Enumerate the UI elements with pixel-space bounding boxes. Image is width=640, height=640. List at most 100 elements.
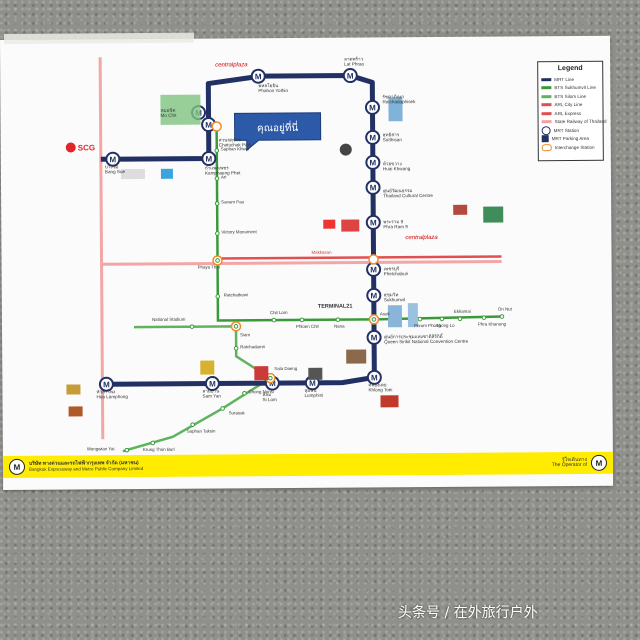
bts-station-sanam-pao[interactable] <box>214 201 220 206</box>
building-icon <box>308 367 323 380</box>
mrt-station-sukhumvit[interactable] <box>366 287 382 303</box>
bts-station-phloen-chit[interactable] <box>299 317 305 323</box>
mrt-logo-icon: M <box>369 158 376 167</box>
bts-station-saphan-khwai[interactable] <box>214 148 220 153</box>
station-label-surasak: Surasak <box>229 410 246 415</box>
mrt-logo-icon: M <box>369 103 376 112</box>
station-label-victory: Victory Monument <box>221 229 257 234</box>
arl-line <box>217 255 502 260</box>
bts-station-nana[interactable] <box>335 317 341 322</box>
building-icon <box>387 305 403 328</box>
bts-station-on-nut[interactable] <box>499 314 505 319</box>
mrt-station-rama9[interactable] <box>365 214 381 230</box>
station-label-sam-yan: Sam Yan <box>202 393 221 398</box>
mrt-station-sam-yan[interactable] <box>204 376 220 392</box>
station-label-thai: พระราม 9 <box>383 219 403 224</box>
bts-station-chit-lom[interactable] <box>271 317 277 323</box>
station-label-siam: Siam <box>240 332 250 337</box>
mrt-logo-icon: M <box>269 379 276 388</box>
station-label-silom: Si Lom <box>262 397 277 402</box>
station-label-asok: Asok <box>380 311 391 316</box>
station-label-sukhumvit: Sukhumvit <box>384 297 406 302</box>
mrt-station-hua-lamphong[interactable] <box>98 376 114 392</box>
bts-station-phaya-thai[interactable] <box>215 258 220 263</box>
station-label-thai: กำแพงเพชร <box>205 165 229 170</box>
mrt-logo-icon: M <box>255 72 262 81</box>
station-label-thai: สวนจตุจักร <box>219 136 242 143</box>
mrt-logo-icon: M <box>205 121 212 130</box>
bts-station-surasak[interactable] <box>220 406 225 411</box>
mrt-station-kamphaeng-phet[interactable] <box>201 151 217 167</box>
mrt-station-bang-sue[interactable] <box>105 151 121 167</box>
mrt-logo-icon: M <box>369 133 376 142</box>
legend-arl-swatch <box>541 111 552 115</box>
mrt-logo-icon: M <box>205 155 212 164</box>
interchange-mochit[interactable] <box>211 121 222 132</box>
station-label-chatuchak: Chatuchak Park <box>219 142 252 147</box>
bem-logo-icon: M <box>8 458 26 475</box>
legend-interchange-icon <box>541 143 552 151</box>
bts-station-ratchadamri[interactable] <box>233 346 239 351</box>
station-label-thai: คลองเตย <box>368 382 386 387</box>
station-label-chong-nonsi: Chong Nonsi <box>248 389 273 394</box>
legend-station-icon <box>541 125 551 135</box>
mrt-station-cultural-centre[interactable] <box>365 179 381 195</box>
svg-text:SCG: SCG <box>78 143 95 152</box>
bts-station-thong-lo[interactable] <box>439 316 445 322</box>
bts-station-national-stadium[interactable] <box>189 324 195 329</box>
stadium-icon <box>339 143 352 156</box>
station-label-thai: ห้วยขวาง <box>383 161 402 166</box>
operator-tagline: รู้ใจเดินทาง The Operator of M <box>552 454 608 471</box>
operator-name-en: Bangkok Expressway and Metro Public Comp… <box>28 466 144 472</box>
mrt-station-khlong-toei[interactable] <box>366 369 382 385</box>
legend-label: State Railway of Thailand <box>554 119 607 125</box>
building-icon <box>160 168 173 179</box>
bts-station-ticks <box>124 148 505 453</box>
station-label-qsncc: Queen Sirikit National Convention Centre <box>384 339 468 345</box>
bts-station-ratchathewi[interactable] <box>215 294 221 299</box>
station-label-thai: หมอชิต <box>160 108 175 113</box>
centralplaza-top-logo: centralplaza <box>215 62 248 68</box>
mrt-station-lat-phrao[interactable] <box>342 68 358 84</box>
interchange-makkasan[interactable] <box>368 254 379 265</box>
legend-label: MRT Parking Area <box>551 136 590 142</box>
station-label-hua-lamphong: Hua Lamphong <box>96 394 128 399</box>
station-label-thai: ศูนย์การประชุมแห่งชาติสิริกิติ์ <box>384 332 444 340</box>
legend-label: MRT Line <box>554 76 575 82</box>
bts-station-wongwian-yai[interactable] <box>124 447 130 453</box>
station-label-saphan-khwai: Saphan Khwai <box>221 146 249 151</box>
mrt-station-huai-khwang[interactable] <box>365 154 381 170</box>
mrt-logo-icon: M <box>209 380 216 389</box>
legend-label: Interchange Station <box>554 144 595 150</box>
mrt-logo-icon: M <box>309 379 316 388</box>
bts-station-ekkamai[interactable] <box>457 316 463 322</box>
station-label-thai: เพชรบุรี <box>384 265 400 272</box>
legend-label: ARL City Line <box>554 102 583 108</box>
flag-icon <box>323 219 336 229</box>
bts-station-sala-daeng[interactable] <box>268 375 273 381</box>
station-label-kamphaeng-phet: Kamphaeng Phet <box>205 170 241 175</box>
mrt-station-qsncc[interactable] <box>366 329 382 345</box>
station-label-sala-daeng: Sala Daeng <box>274 366 298 371</box>
station-label-thai: ลุมพินี <box>304 387 317 394</box>
bts-station-asok[interactable] <box>371 317 377 322</box>
bts-station-saphan-taksin[interactable] <box>190 422 195 427</box>
mrt-logo-icon: M <box>371 333 378 342</box>
bts-station-siam[interactable] <box>233 324 239 329</box>
station-label-phahon: Phahon Yothin <box>258 88 288 93</box>
mrt-station-phahon[interactable] <box>250 68 266 84</box>
bts-station-chong-nonsi[interactable] <box>242 391 247 396</box>
bts-station-ari[interactable] <box>214 176 220 181</box>
mrt-station-markers: MMMMMMMMMMMMMMMMMMM <box>98 68 382 392</box>
bts-station-phra-khanong[interactable] <box>481 315 487 320</box>
bts-station-phrom-phong[interactable] <box>417 316 423 322</box>
building-icon <box>407 303 419 328</box>
station-label-thai: ลาดพร้าว <box>344 56 363 61</box>
mrt-station-ratchadaphisek[interactable] <box>364 99 380 115</box>
station-label-lumphini: Lumphini <box>304 393 323 398</box>
mrt-station-sutthisan[interactable] <box>365 129 381 145</box>
bts-station-krung-thon[interactable] <box>150 440 156 446</box>
bts-station-victory[interactable] <box>215 231 220 236</box>
